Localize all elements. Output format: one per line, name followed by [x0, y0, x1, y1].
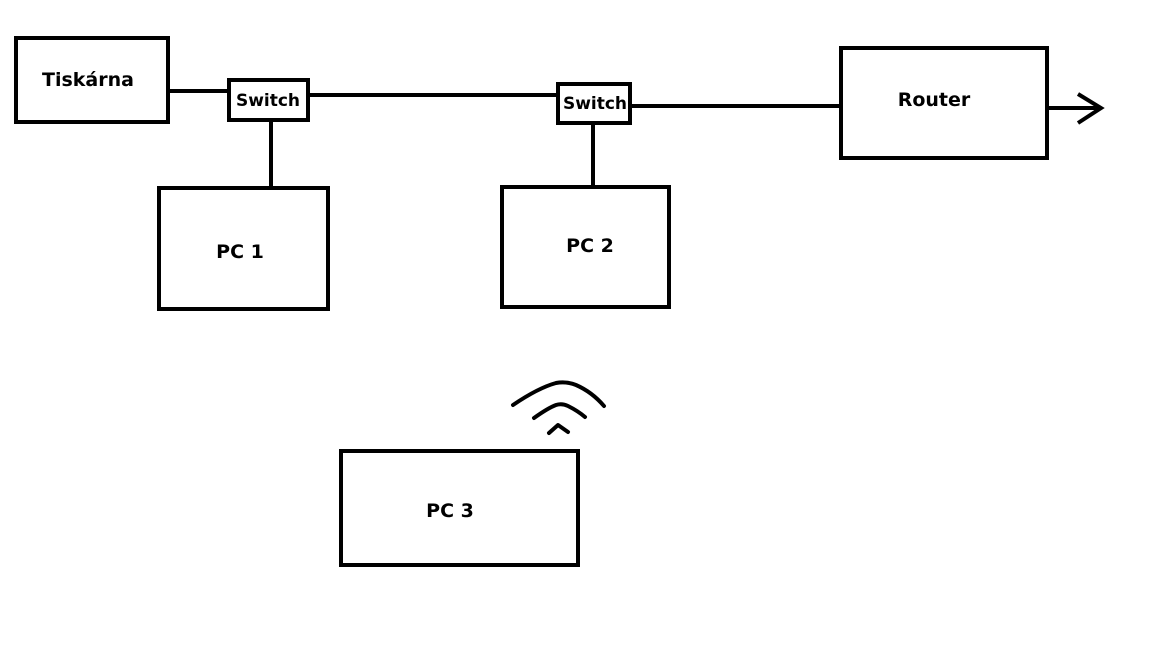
node-pc-1[interactable]: PC 1	[157, 186, 330, 311]
node-pc-2[interactable]: PC 2	[500, 185, 671, 309]
node-pc-3[interactable]: PC 3	[339, 449, 580, 567]
node-label: Switch	[236, 91, 300, 111]
node-label: PC 2	[566, 235, 614, 257]
node-label: Router	[898, 89, 971, 111]
node-printer[interactable]: Tiskárna	[14, 36, 170, 124]
outbound-arrow-icon	[1047, 92, 1105, 125]
node-switch-2[interactable]: Switch	[556, 82, 632, 125]
node-label: Tiskárna	[42, 69, 134, 91]
node-router[interactable]: Router	[839, 46, 1049, 160]
node-switch-1[interactable]: Switch	[227, 78, 310, 122]
node-label: PC 1	[216, 241, 264, 263]
node-label: Switch	[563, 94, 627, 114]
wifi-signal-icon	[511, 380, 606, 435]
node-label: PC 3	[426, 500, 474, 522]
